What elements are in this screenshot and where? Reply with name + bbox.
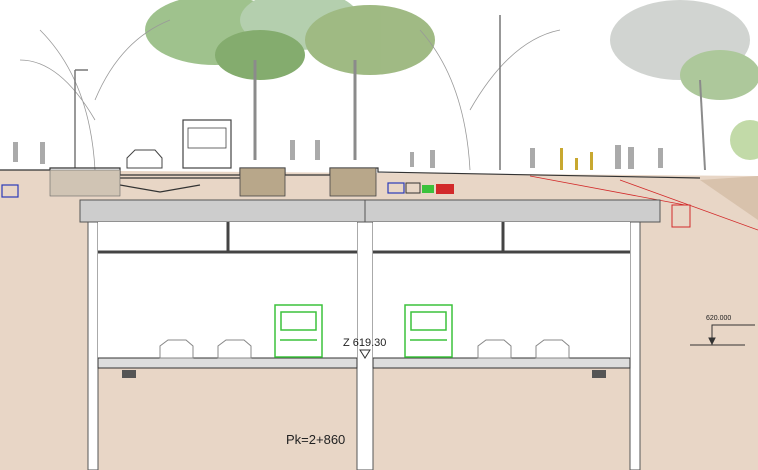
tunnel-floor	[97, 357, 631, 369]
surface-car	[126, 149, 163, 169]
drain-left	[122, 370, 136, 378]
surface-bus	[182, 119, 232, 169]
trees	[145, 0, 758, 171]
utility-box-left	[1, 184, 19, 198]
tunnel-cars	[159, 339, 570, 359]
level-triangle	[359, 349, 371, 359]
pedestrians	[13, 140, 663, 169]
drain-right	[592, 370, 606, 378]
level-mark-label: Z 619.30	[343, 337, 387, 349]
lamp-posts	[74, 15, 501, 170]
roof-slab	[79, 199, 661, 223]
planter-left	[239, 167, 286, 197]
utility-ducts	[387, 182, 454, 194]
ground-elevation-label: 620.000	[706, 315, 732, 322]
mezzanine	[98, 222, 630, 254]
bus-left	[274, 304, 323, 358]
chainage-label: Pk=2+860	[286, 432, 346, 447]
right-wall	[629, 221, 641, 470]
planter-right	[329, 167, 377, 197]
kerb-left	[49, 169, 121, 197]
manhole	[671, 204, 691, 228]
embankment	[700, 176, 758, 220]
bus-right	[404, 304, 453, 358]
left-wall	[87, 221, 99, 470]
outline-trees	[19, 19, 561, 171]
bollards	[560, 148, 593, 170]
elevation-marker	[690, 324, 755, 346]
